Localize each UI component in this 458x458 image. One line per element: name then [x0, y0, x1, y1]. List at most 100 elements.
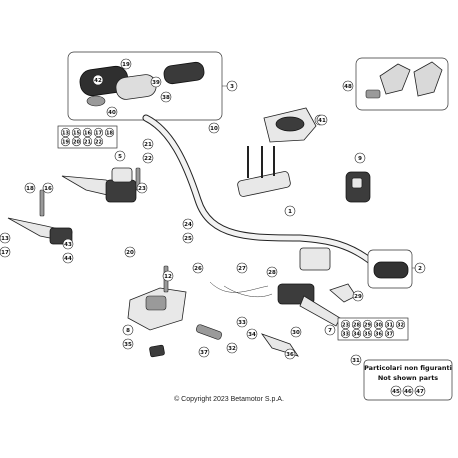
callout-32: 32 — [226, 342, 238, 354]
callout-31: 31 — [350, 354, 362, 366]
callout-5: 5 — [114, 150, 126, 162]
callout-circle — [226, 80, 238, 92]
callout-circle — [0, 232, 11, 244]
callout-23: 23 — [136, 182, 148, 194]
group-cell-circle — [104, 127, 115, 138]
note-part-circle — [414, 385, 426, 397]
group-cell-label: 32 — [397, 322, 404, 328]
callout-circle — [24, 182, 36, 194]
group-cell-label: 23 — [342, 322, 349, 328]
group-cell-label: 36 — [375, 331, 382, 337]
callout-circle — [208, 122, 220, 134]
callout-label: 39 — [152, 80, 160, 86]
callout-7: 7 — [324, 324, 336, 336]
handguard-left — [379, 63, 411, 95]
group-cell-label: 19 — [62, 139, 69, 145]
callout-30: 30 — [290, 326, 302, 338]
group-cell-label: 15 — [73, 130, 80, 136]
callout-circle — [350, 354, 362, 366]
callout-label: 37 — [200, 350, 208, 356]
callout-13: 13 — [0, 232, 11, 244]
callout-39: 39 — [150, 76, 162, 88]
callout-label: 36 — [286, 352, 294, 358]
callout-circle — [142, 152, 154, 164]
callout-label: 44 — [64, 256, 72, 262]
group-cell-circle — [82, 136, 93, 147]
callout-33: 33 — [236, 316, 248, 328]
kill-switch — [345, 171, 371, 203]
group-cell-label: 21 — [84, 139, 91, 145]
callout-2: 2 — [414, 262, 426, 274]
note-line-2: Not shown parts — [378, 374, 438, 382]
group-cell-circle — [71, 127, 82, 138]
callout-1: 1 — [284, 205, 296, 217]
callout-19: 19 — [120, 58, 132, 70]
callout-label: 8 — [126, 328, 130, 334]
callout-41: 41 — [316, 114, 328, 126]
callout-circle — [120, 58, 132, 70]
callout-35: 35 — [122, 338, 134, 350]
callout-circle — [124, 246, 136, 258]
callout-circle — [62, 252, 74, 264]
handguard-kit-box — [355, 57, 449, 111]
copyright-notice: © Copyright 2023 Betamotor S.p.A. — [174, 396, 284, 403]
group-cell-circle — [60, 127, 71, 138]
callout-44: 44 — [62, 252, 74, 264]
group-cell-label: 16 — [84, 130, 91, 136]
callout-17: 17 — [0, 246, 11, 258]
callout-label: 7 — [328, 328, 332, 334]
callout-label: 22 — [144, 156, 152, 162]
callout-circle — [142, 138, 154, 150]
note-part-circle — [402, 385, 414, 397]
callout-label: 42 — [94, 78, 102, 84]
callout-circle — [150, 76, 162, 88]
callout-26: 26 — [192, 262, 204, 274]
callout-27: 27 — [236, 262, 248, 274]
callout-circle — [354, 152, 366, 164]
callout-3: 3 — [226, 80, 238, 92]
callout-label: 35 — [124, 342, 132, 348]
callout-label: 33 — [238, 320, 246, 326]
callout-12: 12 — [162, 270, 174, 282]
group-cell-circle — [93, 136, 104, 147]
callout-label: 12 — [164, 274, 172, 280]
callout-circle — [122, 338, 134, 350]
callout-label: 17 — [1, 250, 9, 256]
callout-48: 48 — [342, 80, 354, 92]
callout-label: 34 — [248, 332, 256, 338]
group-cell-circle — [93, 127, 104, 138]
callout-42: 42 — [92, 74, 104, 86]
callout-label: 41 — [318, 118, 326, 124]
group-cell-circle — [373, 319, 384, 330]
callout-34: 34 — [246, 328, 258, 340]
group-cell-circle — [340, 319, 351, 330]
group-cell-label: 28 — [353, 322, 360, 328]
callout-circle — [92, 74, 104, 86]
callout-circle — [182, 218, 194, 230]
group-cell-circle — [362, 319, 373, 330]
callout-22: 22 — [142, 152, 154, 164]
note-part-label: 47 — [416, 389, 424, 395]
callout-36: 36 — [284, 348, 296, 360]
callout-43: 43 — [62, 238, 74, 250]
callout-circle — [246, 328, 258, 340]
group-cell-label: 22 — [95, 139, 102, 145]
callout-label: 9 — [358, 156, 362, 162]
callout-circle — [414, 262, 426, 274]
note-part-label: 46 — [404, 389, 412, 395]
group-cell-circle — [384, 319, 395, 330]
right-grip-box — [367, 249, 413, 289]
callout-label: 38 — [162, 95, 170, 101]
callout-circle — [192, 262, 204, 274]
group-cell-label: 34 — [353, 331, 360, 337]
callout-28: 28 — [266, 266, 278, 278]
callout-label: 13 — [1, 236, 9, 242]
callout-label: 30 — [292, 330, 300, 336]
callout-circle — [122, 324, 134, 336]
group-cell-circle — [373, 328, 384, 339]
callout-label: 29 — [354, 294, 362, 300]
callout-29: 29 — [352, 290, 364, 302]
callout-label: 5 — [118, 154, 122, 160]
group-cell-circle — [82, 127, 93, 138]
